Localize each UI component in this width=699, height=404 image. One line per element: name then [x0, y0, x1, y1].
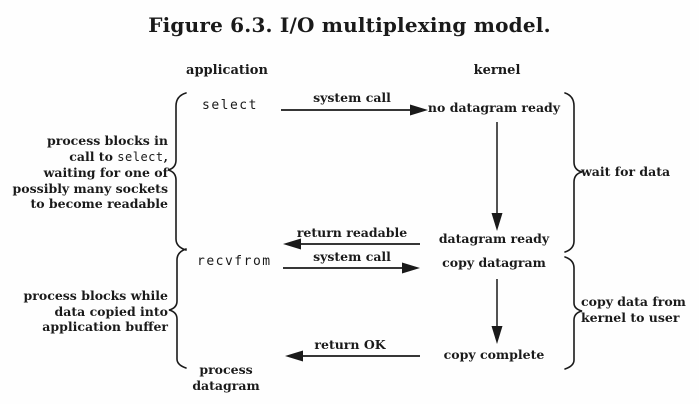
column-header-kernel: kernel	[473, 63, 521, 78]
figure-title: Figure 6.3. I/O multiplexing model.	[148, 13, 551, 37]
annotation-left-top-line4: possibly many sockets	[12, 180, 168, 196]
column-header-application: application	[186, 63, 268, 78]
process-datagram-label: process datagram	[166, 362, 286, 394]
annotation-copy-data: copy data from kernel to user	[581, 294, 686, 326]
arrow-label-system-call-bottom: system call	[313, 249, 391, 264]
arrow-label-return-ok: return OK	[314, 337, 386, 352]
kernel-event-datagram-ready: datagram ready	[438, 231, 550, 246]
annotation-copy-data-line2: kernel to user	[581, 310, 680, 325]
select-inline-code: select	[117, 149, 164, 164]
kernel-event-copy-datagram: copy datagram	[442, 255, 546, 270]
annotation-left-bottom-line3: application buffer	[42, 319, 168, 334]
arrow-label-system-call-top: system call	[313, 90, 391, 105]
annotation-left-top-line3: waiting for one of	[43, 165, 168, 180]
left-top-brace	[167, 92, 187, 251]
process-datagram-line1: process	[199, 362, 253, 377]
kernel-wait-arrowhead	[491, 213, 503, 231]
process-datagram-line2: datagram	[192, 378, 260, 393]
left-bottom-brace	[168, 248, 187, 369]
kernel-copy-arrowhead	[491, 326, 503, 344]
recvfrom-call-label: recvfrom	[197, 254, 272, 269]
annotation-left-top: process blocks in call to select, waitin…	[8, 133, 168, 212]
annotation-left-top-line5: to become readable	[30, 196, 168, 211]
annotation-copy-data-line1: copy data from	[581, 294, 686, 309]
return-ok-arrowhead	[285, 350, 303, 362]
arrow-label-return-readable: return readable	[296, 225, 408, 240]
select-call-label: select	[202, 98, 258, 113]
kernel-event-no-datagram-ready: no datagram ready	[427, 100, 561, 115]
kernel-event-copy-complete: copy complete	[443, 347, 545, 362]
annotation-left-bottom-line1: process blocks while	[23, 288, 168, 303]
return-readable-arrowhead	[283, 238, 301, 250]
annotation-left-bottom: process blocks while data copied into ap…	[8, 288, 168, 335]
annotation-left-top-line2: call to select,	[69, 148, 168, 164]
right-top-brace	[564, 92, 583, 253]
annotation-left-bottom-line2: data copied into	[54, 303, 169, 319]
annotation-wait-for-data: wait for data	[581, 164, 671, 179]
annotation-left-top-line1: process blocks in	[47, 133, 168, 148]
